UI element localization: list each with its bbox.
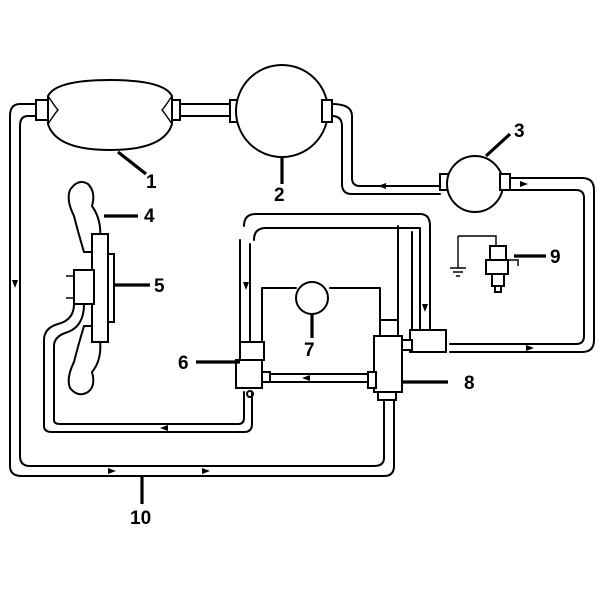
callout-4: 4 (144, 206, 155, 227)
callout-5: 5 (154, 276, 165, 297)
component-9 (450, 235, 519, 293)
callout-8: 8 (464, 373, 475, 394)
lower-lines (43, 303, 253, 433)
line-6-to-8 (269, 373, 371, 383)
component-7 (261, 281, 381, 343)
upper-lines (179, 103, 595, 353)
component-10-line (9, 103, 395, 477)
callout-7: 7 (304, 340, 315, 361)
component-2 (229, 64, 333, 158)
leader-lines (104, 132, 546, 504)
callout-1: 1 (146, 172, 157, 193)
callout-10: 10 (130, 508, 151, 529)
component-3 (439, 155, 511, 213)
component-6 (235, 213, 399, 398)
callout-6: 6 (178, 353, 189, 374)
callout-9: 9 (550, 247, 561, 268)
callout-2: 2 (274, 185, 285, 206)
component-1 (35, 78, 181, 152)
callout-3: 3 (514, 121, 525, 142)
component-8 (367, 213, 447, 401)
